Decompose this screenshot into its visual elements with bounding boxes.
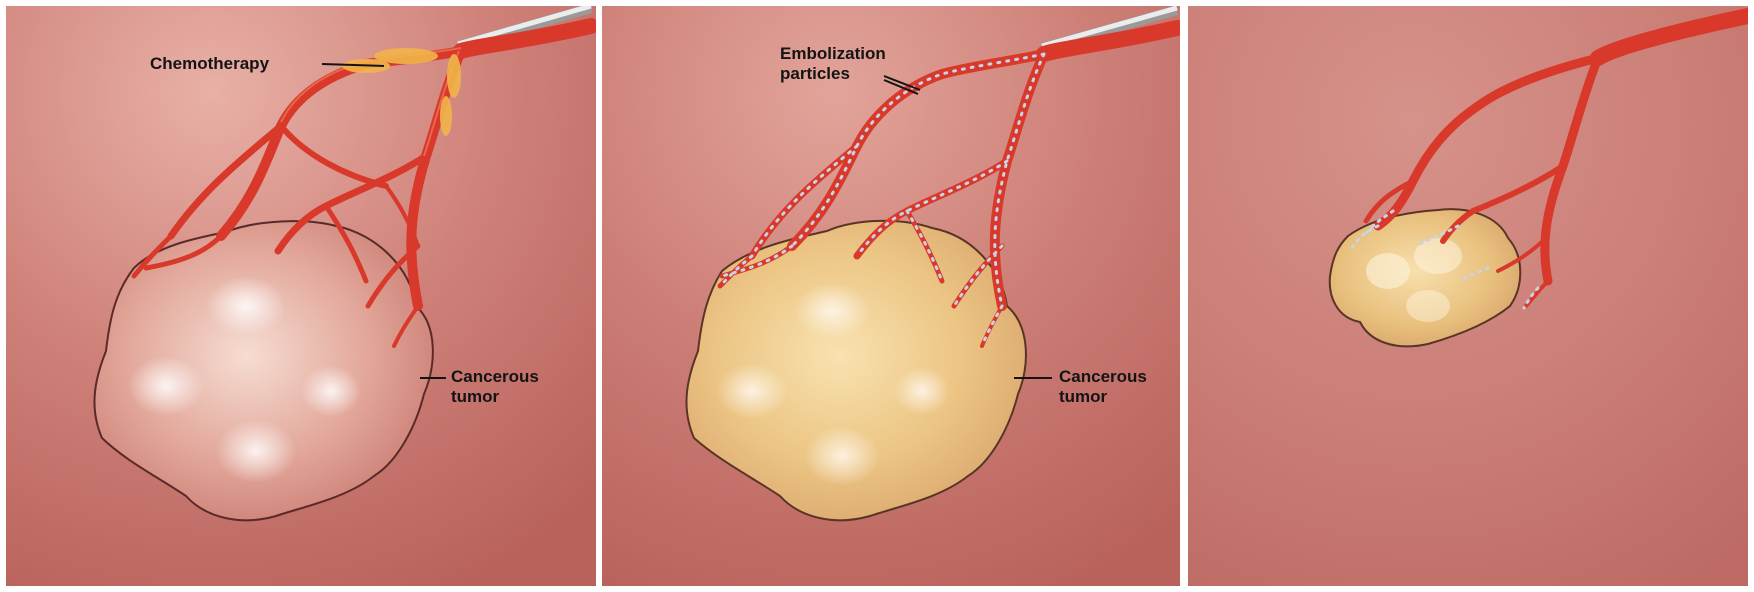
tumor-nodule bbox=[206, 276, 286, 336]
tumor-nodule bbox=[216, 419, 296, 483]
embolization-illustration bbox=[602, 6, 1180, 586]
chemotherapy-illustration bbox=[6, 6, 596, 586]
cancerous-tumor-label: Cancerous tumor bbox=[451, 367, 539, 407]
tumor-nodule bbox=[1366, 253, 1410, 289]
chemotherapy-panel: Chemotherapy Cancerous tumor bbox=[6, 6, 596, 586]
tumor-nodule bbox=[804, 426, 880, 486]
shrunken-tumor-panel bbox=[1188, 6, 1748, 586]
shrunken-tumor-illustration bbox=[1188, 6, 1748, 586]
chemotherapy-label: Chemotherapy bbox=[150, 54, 269, 74]
tumor-nodule bbox=[794, 283, 870, 339]
tumor-nodule bbox=[894, 367, 950, 415]
embolization-panel: Embolization particles Cancerous tumor bbox=[602, 6, 1180, 586]
tumor-nodule bbox=[301, 365, 361, 417]
embolization-particles-label: Embolization particles bbox=[780, 44, 886, 84]
tumor-nodule bbox=[716, 363, 788, 419]
cancerous-tumor-label: Cancerous tumor bbox=[1059, 367, 1147, 407]
tumor-nodule bbox=[128, 356, 204, 416]
tumor-nodule bbox=[1406, 290, 1450, 322]
